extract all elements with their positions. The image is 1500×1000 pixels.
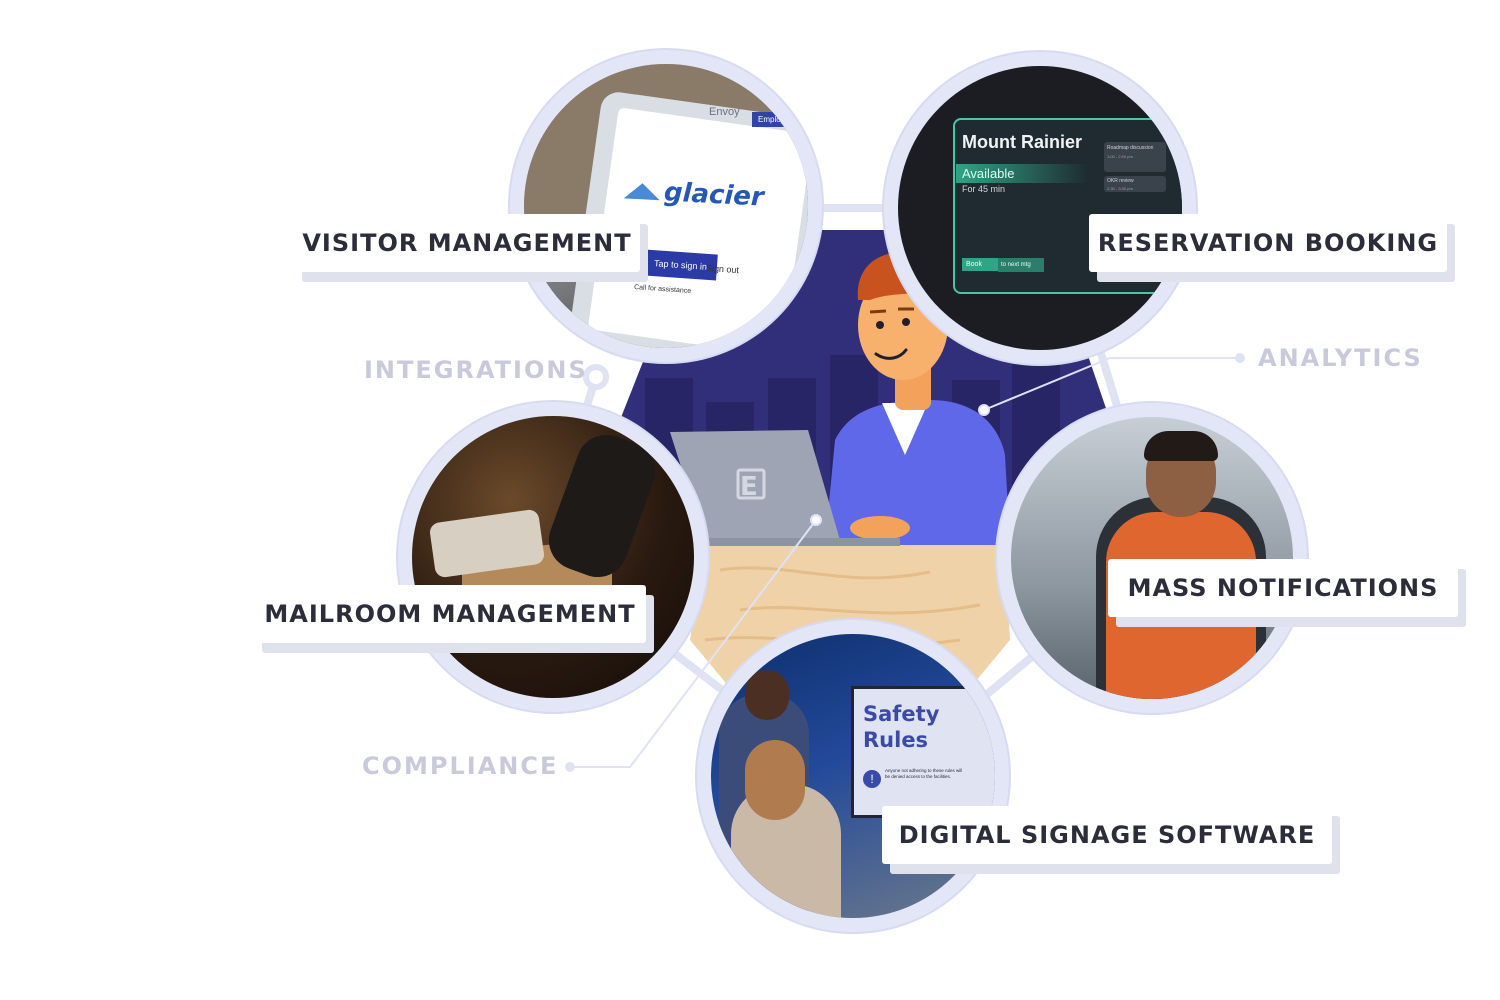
mailroom-photo-ring: [398, 402, 708, 712]
room-status: Available: [956, 164, 1088, 183]
laptop-logo: E: [740, 472, 758, 502]
signage-body: Anyone not adhering to these rules will …: [885, 768, 963, 779]
compliance-end-dot: [565, 762, 575, 772]
visitor-photo-ring: Envoy Employee glacier Tap to sign in Si…: [510, 50, 822, 362]
mailroom-photo: [412, 416, 694, 698]
analytics-end-dot: [1235, 353, 1245, 363]
room-name: Mount Rainier: [962, 132, 1082, 152]
tablet-employee-button: Employee: [752, 112, 800, 127]
reservation-photo-ring: Mount Rainier Available For 45 min Roadm…: [884, 52, 1196, 364]
signage-photo-ring: Safety Rules ! Anyone not adhering to th…: [697, 620, 1009, 932]
mailroom-management-label: MAILROOM MANAGEMENT: [254, 585, 646, 643]
person-left-head: [745, 670, 789, 720]
analytics-label: ANALYTICS: [1258, 344, 1423, 372]
reservation-photo: Mount Rainier Available For 45 min Roadm…: [898, 66, 1182, 350]
visitor-photo: Envoy Employee glacier Tap to sign in Si…: [524, 64, 808, 348]
tablet-brand: Envoy: [709, 106, 740, 118]
compliance-label: COMPLIANCE: [362, 752, 559, 780]
book-button: Book: [962, 258, 1002, 271]
integrations-node: [583, 364, 609, 390]
visitor-management-label: VISITOR MANAGEMENT: [294, 214, 640, 272]
leader-lines: [572, 357, 1238, 768]
compliance-dot: [810, 514, 822, 526]
person-arm: [540, 426, 664, 586]
person-front-hair: [745, 740, 805, 820]
signage-title-line2: Rules: [863, 728, 929, 752]
analytics-dot: [978, 404, 990, 416]
reservation-booking-label: RESERVATION BOOKING: [1089, 214, 1447, 272]
digital-signage-label: DIGITAL SIGNAGE SOFTWARE: [882, 806, 1332, 864]
notifications-photo: [1011, 417, 1293, 699]
event-card-1: Roadmap discussion 1:00 - 2:00 pm: [1104, 142, 1166, 172]
mass-notifications-label: MASS NOTIFICATIONS: [1108, 559, 1458, 617]
event-card-2: OKR review 2:30 - 3:30 pm: [1104, 176, 1166, 192]
signage-photo: Safety Rules ! Anyone not adhering to th…: [711, 634, 995, 918]
worker-hair: [1144, 431, 1218, 461]
signage-screen: [851, 686, 995, 818]
notifications-photo-ring: [997, 403, 1307, 713]
mountain-icon: [623, 182, 661, 201]
signage-title-line1: Safety: [863, 702, 940, 726]
warning-icon: !: [863, 770, 881, 788]
next-meeting-button: to next mtg: [998, 258, 1044, 272]
integrations-label: INTEGRATIONS: [364, 356, 588, 384]
room-duration: For 45 min: [962, 184, 1006, 194]
